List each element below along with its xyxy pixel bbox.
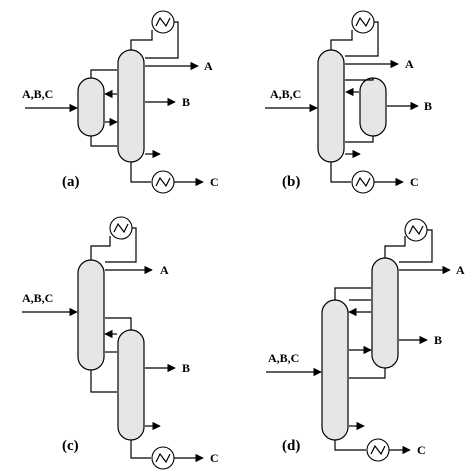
product-b-label-d: B [434,333,442,347]
panel-b: A,B,C A B C (b) [265,10,432,194]
panel-a: A,B,C A B C (a) [22,10,219,194]
feed-label-c: A,B,C [22,291,53,305]
main-column-b [317,49,345,163]
feed-label-d: A,B,C [268,351,299,365]
lower-column-d [321,299,349,441]
product-c-label-d: C [417,443,426,457]
product-b-label-a: B [182,95,190,109]
side-column-b [359,77,387,137]
product-c-label-a: C [210,175,219,189]
product-b-label-b: B [424,99,432,113]
product-a-label-b: A [405,57,414,71]
upper-column-d [371,257,399,369]
product-c-label-c: C [210,451,219,465]
main-column-a [117,49,145,163]
feed-label-b: A,B,C [270,87,301,101]
prefractionator-column-a [77,77,105,137]
caption-d: (d) [282,438,300,454]
panel-c: A,B,C A B C (c) [22,216,219,470]
caption-c: (c) [62,438,79,454]
product-a-label-d: A [456,263,465,277]
lower-column-c [117,329,145,441]
panel-d: A,B,C A B C (d) [266,218,465,462]
product-a-label-a: A [204,59,213,73]
feed-label-a: A,B,C [22,87,53,101]
caption-b: (b) [282,174,300,190]
upper-column-c [77,259,105,371]
caption-a: (a) [62,174,80,190]
product-c-label-b: C [410,175,419,189]
product-b-label-c: B [182,361,190,375]
product-a-label-c: A [160,263,169,277]
